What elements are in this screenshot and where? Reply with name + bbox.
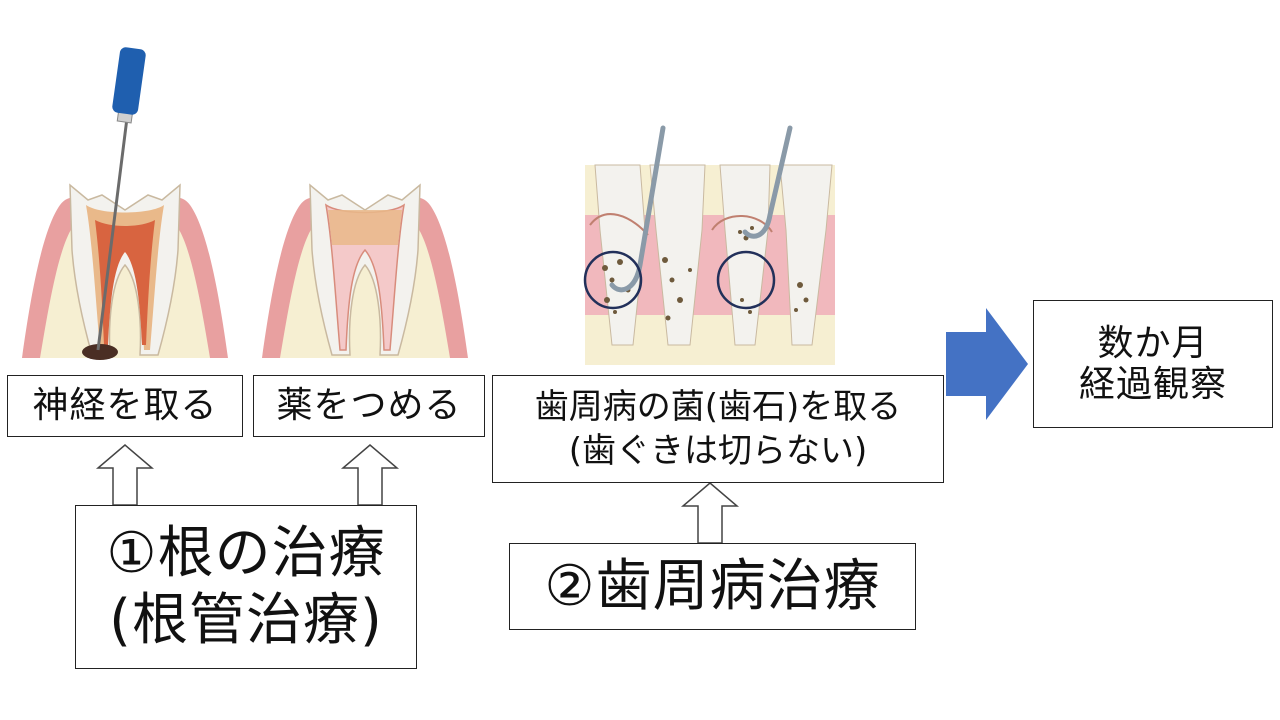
label-medicine-fill: 薬をつめる	[253, 375, 485, 437]
hollow-up-arrow-icon	[340, 444, 400, 506]
label-nerve-removal-text: 神経を取る	[32, 385, 218, 427]
label-periodontal-line1: 歯周病の菌(歯石)を取る	[534, 386, 902, 427]
hollow-up-arrow-icon	[680, 482, 740, 544]
tooth-medicine-fill-illustration	[262, 183, 468, 358]
treatment-periodontal: ②歯周病治療	[509, 543, 916, 630]
tooth-nerve-removal-illustration	[22, 47, 228, 360]
treatment-root-canal-line2: (根管治療)	[109, 588, 383, 653]
label-periodontal-line2: (歯ぐきは切らない)	[568, 431, 868, 471]
treatment-root-canal-line1: ①根の治療	[106, 520, 386, 586]
label-periodontal-cleaning: 歯周病の菌(歯石)を取る (歯ぐきは切らない)	[492, 375, 944, 483]
scaler-instrument-icon	[609, 125, 666, 293]
label-nerve-removal: 神経を取る	[7, 375, 243, 437]
treatment-root-canal: ①根の治療 (根管治療)	[75, 505, 417, 669]
label-observation-line1: 数か月	[1097, 322, 1209, 364]
periodontal-cleaning-illustration	[583, 125, 835, 365]
label-medicine-fill-text: 薬をつめる	[276, 385, 462, 427]
hollow-up-arrow-icon	[95, 444, 155, 506]
treatment-periodontal-text: ②歯周病治療	[544, 553, 881, 619]
label-observation-line2: 経過観察	[1078, 364, 1227, 405]
label-observation: 数か月 経過観察	[1033, 300, 1273, 428]
endodontic-file-icon	[112, 47, 146, 115]
blue-right-arrow-icon	[946, 308, 1028, 420]
